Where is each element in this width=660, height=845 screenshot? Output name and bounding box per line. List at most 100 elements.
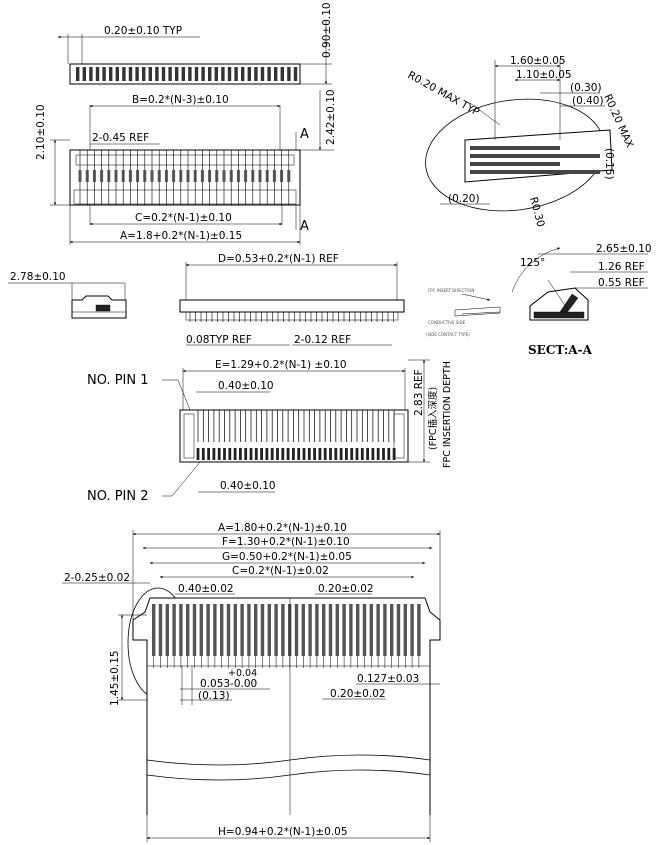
fpc-finger xyxy=(301,604,305,656)
fpc-finger xyxy=(240,604,244,656)
fpc-finger xyxy=(356,604,360,656)
pitch-typ-label: 0.20±0.10 TYP xyxy=(104,25,182,37)
pin1-label: NO. PIN 1 xyxy=(87,373,149,388)
pin-view-lead xyxy=(281,448,285,460)
strip-pin xyxy=(115,67,119,81)
front-pin-contact xyxy=(100,170,104,182)
front-pin-contact xyxy=(179,170,183,182)
front-pin-contact xyxy=(280,170,284,182)
detail-020-label: (0.20) xyxy=(448,193,480,205)
insertion-cn-label: (FPC插入深度) xyxy=(427,387,439,450)
front-pin-contact xyxy=(229,170,233,182)
strip-pin xyxy=(142,67,146,81)
detail-finger xyxy=(470,170,600,174)
ref-008-label: 0.08TYP REF xyxy=(186,334,252,346)
section-note3: (SIDE CONTACT TYPE) xyxy=(426,332,470,337)
top-view: 0.20±0.10 TYP 0.90±0.10 xyxy=(57,2,333,85)
fpc-tol-plus: +0.04 xyxy=(228,668,257,679)
pin-view-lead xyxy=(207,448,210,460)
front-pin-contact xyxy=(200,170,204,182)
pin-view-lead xyxy=(313,448,316,460)
fpc-finger xyxy=(342,604,346,656)
pin-view-lead xyxy=(323,448,327,460)
strip-pin xyxy=(214,67,218,81)
front-pin-contact xyxy=(107,170,111,182)
pin-view-lead xyxy=(254,448,258,460)
fpc-finger xyxy=(308,604,312,656)
dim-a-label: A=1.8+0.2*(N-1)±0.15 xyxy=(120,230,242,242)
pin-view-lead xyxy=(239,448,242,460)
front-pin-contact xyxy=(251,170,255,182)
pin-view-lead xyxy=(196,448,200,460)
pin-view-lead xyxy=(387,448,391,460)
front-view: B=0.2*(N-3)±0.10 2-0.45 REF A A 2.10±0.1… xyxy=(35,89,337,245)
strip-pin xyxy=(175,67,179,81)
pin-view-lead xyxy=(366,448,369,460)
fpc-finger xyxy=(220,604,224,656)
detail-finger xyxy=(470,146,560,150)
fpc-finger xyxy=(192,604,197,656)
fpc-finger xyxy=(247,604,251,656)
section-view: 125° 2.65±0.10 1.26 REF 0.55 REF SECT:A-… xyxy=(426,243,652,357)
pin-view-lead xyxy=(276,448,279,460)
front-pin-contact xyxy=(272,170,276,182)
pin-view-lead xyxy=(249,448,253,460)
fpc-dim-h: H=0.94+0.2*(N-1)±0.05 xyxy=(218,826,348,838)
front-pin-contact xyxy=(157,170,161,182)
pin-view-lead xyxy=(360,448,364,460)
fpc-finger xyxy=(281,604,285,656)
pin-view-lead xyxy=(339,448,343,460)
front-pin-contact xyxy=(143,170,147,182)
fpc-d0127: 0.127±0.03 xyxy=(357,673,419,685)
fpc-finger xyxy=(315,604,319,656)
detail-015-label: (0.15) xyxy=(603,148,615,180)
strip-pin xyxy=(122,67,126,81)
pin-view-lead xyxy=(329,448,332,460)
strip-pin xyxy=(280,67,284,81)
fpc-dim-g: G=0.50+0.2*(N-1)±0.05 xyxy=(222,551,352,563)
strip-pin xyxy=(267,67,271,81)
bottom-pins xyxy=(189,312,394,322)
detail-r030-label: R0.30 xyxy=(527,196,547,229)
width-278-label: 2.78±0.10 xyxy=(10,271,66,283)
angle-label: 125° xyxy=(520,257,545,269)
strip-pin xyxy=(241,67,245,81)
strip-pin xyxy=(168,67,172,81)
strip-pin xyxy=(148,67,152,81)
front-pin-contact xyxy=(265,170,269,182)
section-mark-top: A xyxy=(300,127,309,142)
front-pin-contact xyxy=(186,170,190,182)
pin-view-lead xyxy=(223,448,226,460)
fpc-finger xyxy=(417,604,421,656)
front-pin-contact xyxy=(222,170,226,182)
strip-pin xyxy=(82,67,86,81)
strip-pin xyxy=(293,67,298,81)
fpc-finger xyxy=(335,604,339,656)
fpc-finger xyxy=(369,604,373,656)
pin-view: E=1.29+0.2*(N-1) ±0.10 0.40±0.10 NO. PIN… xyxy=(87,359,453,504)
front-pin-contact xyxy=(172,170,176,182)
pin-view-pins xyxy=(196,410,396,460)
dim-d-label: D=0.53+0.2*(N-1) REF xyxy=(218,253,339,265)
detail-110-label: 1.10±0.05 xyxy=(516,69,572,81)
strip-pin xyxy=(234,67,238,81)
ref-245-label: 2-0.45 REF xyxy=(92,132,149,144)
pin2-label: NO. PIN 2 xyxy=(87,489,149,504)
fpc-finger xyxy=(294,604,299,656)
fpc-finger xyxy=(362,604,367,656)
front-pin-contact xyxy=(114,170,118,182)
fpc-finger xyxy=(186,604,190,656)
front-pin-contact xyxy=(287,170,291,182)
fpc-finger xyxy=(376,604,380,656)
strip-pin xyxy=(76,67,80,81)
fpc-tol-base: 0.053-0.00 xyxy=(200,678,257,690)
strip-pin xyxy=(128,67,133,81)
detail-030-label: (0.30) xyxy=(570,82,602,94)
ref-283-label: 2.83 REF xyxy=(413,369,425,416)
d265-label: 2.65±0.10 xyxy=(596,243,652,255)
pin-view-lead xyxy=(382,448,385,460)
strip-pin xyxy=(274,67,278,81)
strip-pin xyxy=(95,67,100,81)
front-pin-contact xyxy=(215,170,219,182)
